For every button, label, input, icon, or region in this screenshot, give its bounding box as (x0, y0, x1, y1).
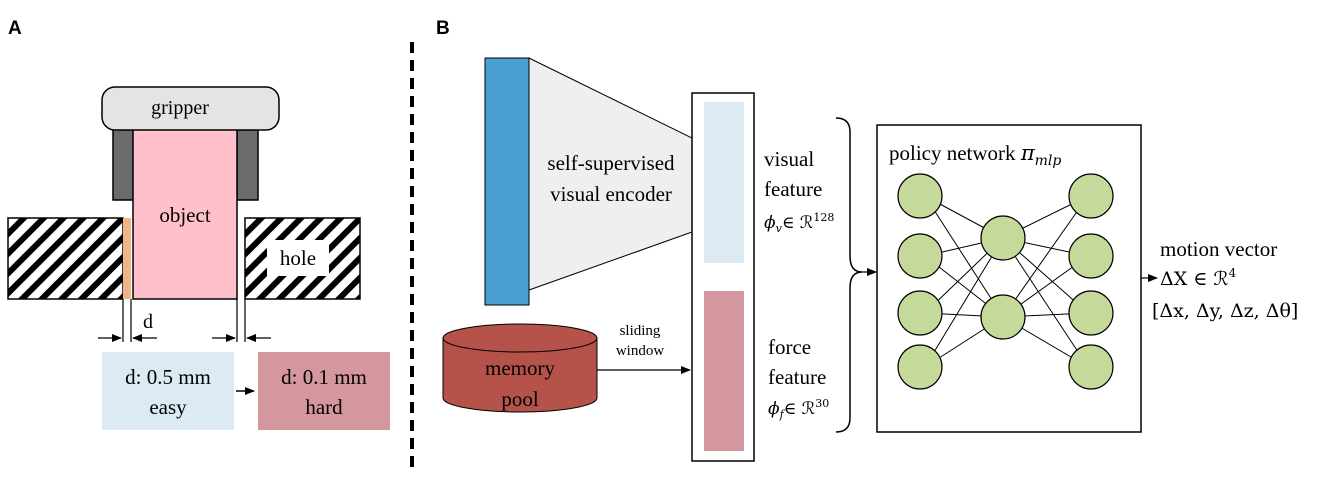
panel-a-label: A (8, 18, 22, 39)
force-feature-line1: force (768, 335, 811, 359)
object-label: object (159, 203, 210, 227)
input-node-4 (897, 344, 943, 390)
hard-box (258, 352, 390, 430)
memory-line1: memory (485, 356, 555, 380)
sliding-line2: window (616, 343, 665, 359)
hole-label-bg (267, 240, 329, 276)
memory-line2: pool (501, 387, 539, 411)
easy-line2: easy (149, 395, 187, 419)
motion-line3: [Δx, Δy, Δz, Δθ] (1152, 300, 1298, 322)
visual-feature-math: ϕv∈ ℛ128 (764, 211, 834, 235)
memory-pool-body (442, 337, 598, 413)
object-block (132, 126, 238, 300)
hard-line2: hard (305, 395, 343, 419)
hole-label: hole (280, 246, 316, 270)
force-feature-math: ϕf∈ ℛ30 (768, 397, 829, 421)
visual-feature-line2: feature (764, 177, 822, 201)
force-feature-bar (704, 291, 744, 451)
gripper-finger-left (112, 126, 135, 201)
input-node-1 (897, 173, 943, 219)
panel-b-label: B (436, 18, 450, 39)
encoder-line2: visual encoder (550, 182, 672, 206)
merge-brace (835, 117, 863, 433)
policy-title: policy network πmlp (889, 141, 1061, 169)
input-node-3 (897, 290, 943, 336)
output-node-4 (1068, 344, 1114, 390)
output-node-3 (1068, 290, 1114, 336)
visual-feature-line1: visual (764, 147, 814, 171)
output-node-1 (1068, 173, 1114, 219)
hard-line1: d: 0.1 mm (281, 365, 367, 389)
hidden-node-2 (980, 294, 1026, 340)
left-plate (7, 217, 124, 300)
motion-line2: ΔX ∈ ℛ4 (1160, 266, 1237, 290)
gap-strip (123, 218, 131, 299)
sliding-line1: sliding (620, 323, 661, 339)
gap-d-label: d (143, 311, 153, 333)
encoder-line1: self-supervised (547, 151, 675, 175)
visual-feature-bar (704, 102, 744, 263)
gripper-body (101, 86, 280, 131)
gripper-label: gripper (151, 97, 209, 119)
easy-box (102, 352, 234, 430)
output-node-2 (1068, 233, 1114, 279)
memory-pool-top (442, 323, 598, 353)
easy-line1: d: 0.5 mm (125, 365, 211, 389)
input-node-2 (897, 233, 943, 279)
motion-line1: motion vector (1160, 237, 1277, 261)
encoder-input-bar (484, 57, 530, 306)
force-feature-line2: feature (768, 365, 826, 389)
hidden-node-1 (980, 215, 1026, 261)
gripper-finger-right (236, 126, 259, 201)
